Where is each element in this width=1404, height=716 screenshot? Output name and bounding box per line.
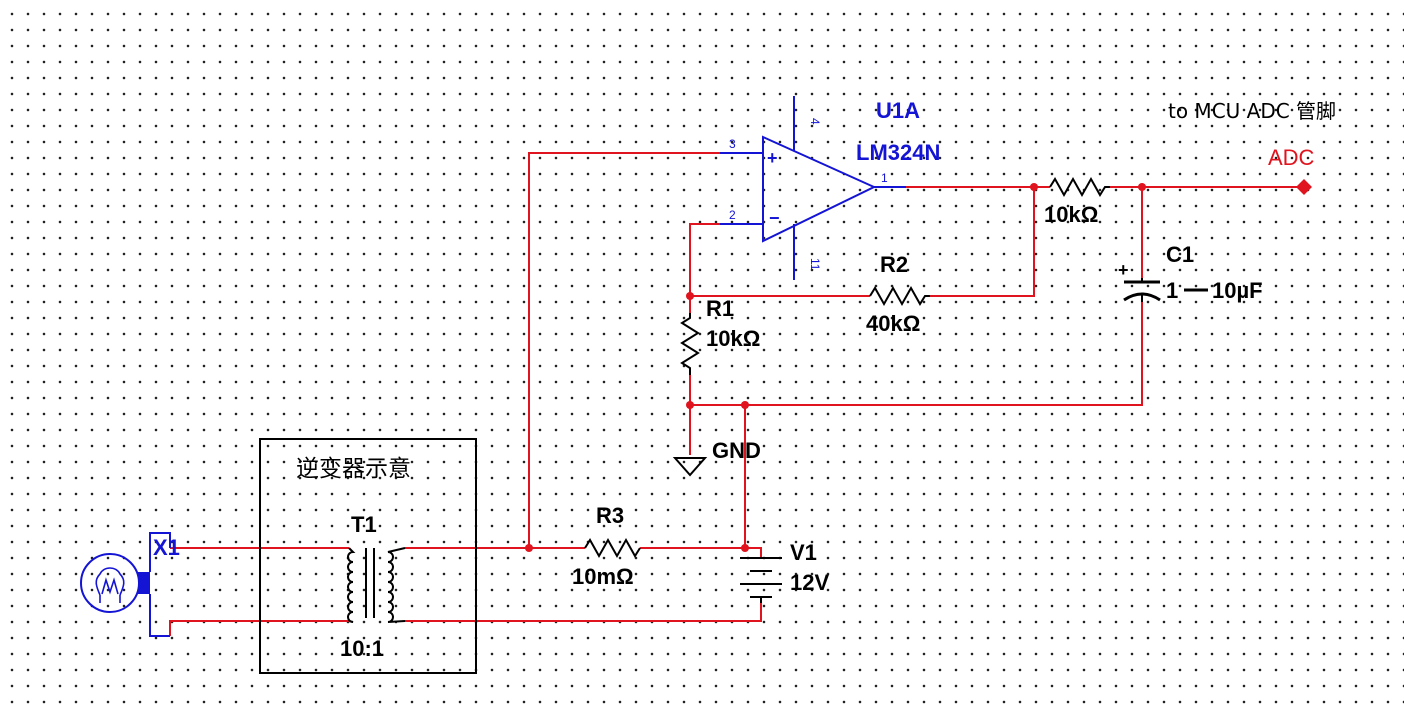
wire-noninv-input xyxy=(528,152,763,548)
inverter-box[interactable] xyxy=(259,438,477,674)
junction-dot xyxy=(686,292,694,300)
pin-3-label: 3 xyxy=(729,137,736,151)
r3-ref-label: R3 xyxy=(596,503,624,528)
opamp-ref-label: U1A xyxy=(876,98,920,123)
c1-ref-label: C1 xyxy=(1166,242,1194,267)
junction-dot xyxy=(1138,183,1146,191)
wire-t1-sec-bottom xyxy=(405,603,762,622)
wire-r2-right xyxy=(930,187,1035,297)
resistor-output[interactable] xyxy=(1049,176,1110,198)
r1-value-label: 10kΩ xyxy=(706,326,760,351)
inverter-box-title: 逆变器示意 xyxy=(296,456,411,482)
adc-label: ADC xyxy=(1268,145,1315,170)
junction-dot xyxy=(686,401,694,409)
resistor-r1[interactable] xyxy=(680,313,700,375)
pin-4-label: 4 xyxy=(808,118,822,125)
opamp-triangle xyxy=(762,135,877,243)
wire-x1-bottom xyxy=(169,620,349,636)
opamp-part-label: LM324N xyxy=(856,140,940,165)
c1-plus-sign: + xyxy=(1118,260,1129,280)
t1-ratio-label: 10:1 xyxy=(340,636,384,661)
r3-value-label: 10mΩ xyxy=(572,564,634,589)
gnd-label: GND xyxy=(712,438,761,463)
capacitor-c1[interactable] xyxy=(1123,278,1161,302)
battery-v1[interactable] xyxy=(740,557,782,603)
resistor-output-value: 10kΩ xyxy=(1044,202,1098,227)
junction-dot xyxy=(1030,183,1038,191)
opamp-plus-sign: + xyxy=(767,148,778,168)
pin-2-label: 2 xyxy=(729,208,736,222)
junctions xyxy=(525,183,1146,552)
junction-dot xyxy=(741,544,749,552)
r1-ref-label: R1 xyxy=(706,296,734,321)
c1-value-label: 10µF xyxy=(1212,278,1263,303)
r2-ref-label: R2 xyxy=(880,252,908,277)
junction-dot xyxy=(525,544,533,552)
c1-dash-1: 1 xyxy=(1166,278,1178,303)
v1-ref-label: V1 xyxy=(790,540,817,565)
wire-gnd-bus xyxy=(690,302,1143,406)
ground-symbol[interactable] xyxy=(672,457,708,477)
mcu-note-text: to MCU ADC 管脚 xyxy=(1168,99,1336,123)
adc-port-marker[interactable] xyxy=(1296,179,1312,195)
pin-1-label: 1 xyxy=(881,171,888,185)
transformer-t1[interactable] xyxy=(347,547,406,623)
opamp-minus-sign: − xyxy=(769,208,780,228)
wire-r3-v1 xyxy=(640,547,762,558)
x1-ref-label: X1 xyxy=(153,535,180,560)
r2-value-label: 40kΩ xyxy=(866,311,920,336)
v1-value-label: 12V xyxy=(790,570,829,595)
lamp-x1[interactable] xyxy=(80,532,171,637)
pin-11-label: 11 xyxy=(808,258,822,271)
resistor-r2[interactable] xyxy=(869,285,930,307)
t1-ref-label: T1 xyxy=(351,512,377,537)
junction-dot xyxy=(741,401,749,409)
wires xyxy=(169,152,1304,636)
resistor-r3[interactable] xyxy=(584,537,641,559)
opamp-u1a[interactable]: + − 3 2 1 4 11 xyxy=(720,96,906,280)
